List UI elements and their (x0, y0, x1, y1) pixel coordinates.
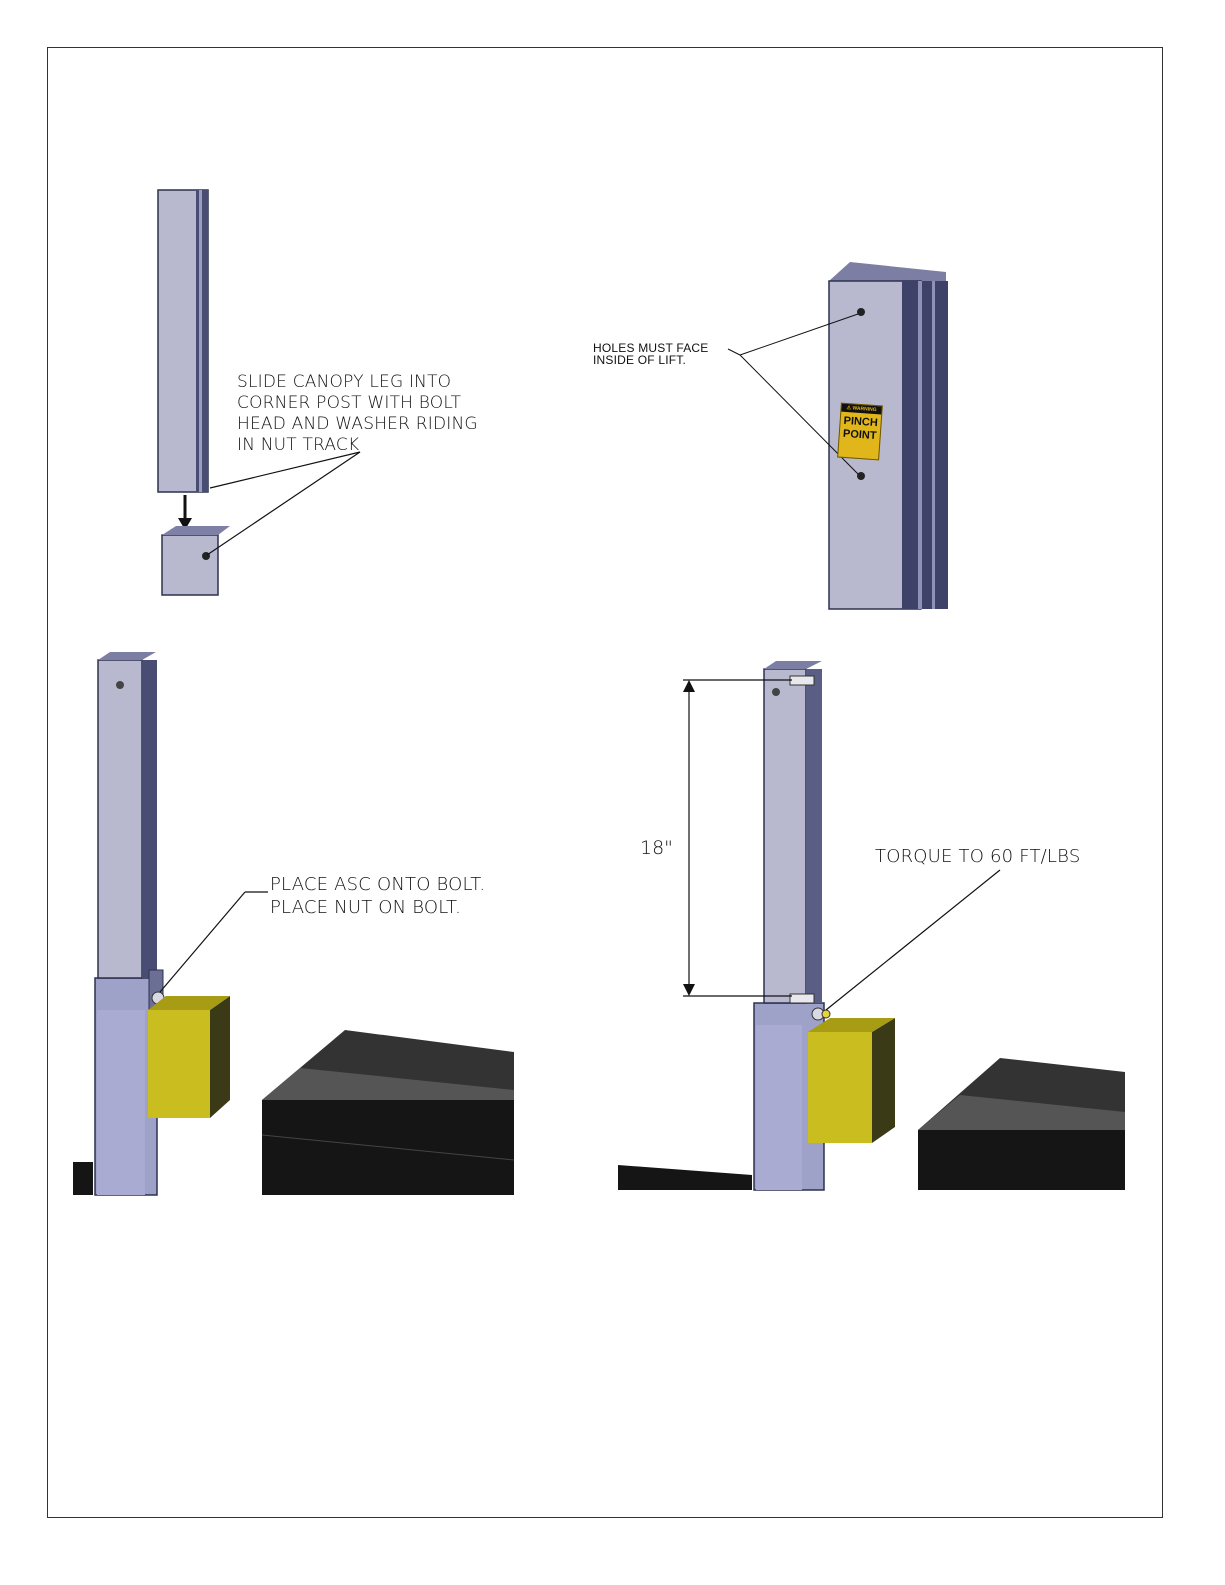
warning-label-body: PINCH POINT (839, 415, 881, 444)
asc-block-side (210, 996, 230, 1118)
callout-torque: TORQUE TO 60 FT/LBS (875, 846, 1080, 868)
dimension-label: 18" (640, 837, 673, 859)
asc-block-side (872, 1018, 895, 1143)
callout-line: HEAD AND WASHER RIDING (237, 414, 478, 435)
callout-line: INSIDE OF LIFT. (593, 354, 708, 366)
pinch-point-warning-label: ⚠ WARNING PINCH POINT (837, 403, 883, 461)
callout-line: CORNER POST WITH BOLT (237, 393, 478, 414)
asc-block (148, 1010, 210, 1118)
callout-line: PLACE ASC ONTO BOLT. (270, 873, 485, 896)
canopy-leg (98, 660, 142, 978)
hole-lower (857, 472, 865, 480)
callout-holes: HOLES MUST FACE INSIDE OF LIFT. (593, 342, 708, 366)
callout-canopy-leg: SLIDE CANOPY LEG INTO CORNER POST WITH B… (237, 372, 478, 456)
callout-line: PLACE NUT ON BOLT. (270, 896, 485, 919)
callout-line: IN NUT TRACK (237, 435, 478, 456)
platform-body (918, 1130, 1125, 1190)
callout-line: TORQUE TO 60 FT/LBS (875, 846, 1080, 868)
callout-line: SLIDE CANOPY LEG INTO (237, 372, 478, 393)
figure-torque-setting (615, 655, 1130, 1195)
warning-label-header: ⚠ WARNING (841, 404, 881, 415)
canopy-leg (764, 669, 806, 1003)
figure-asc-placement (70, 648, 520, 1200)
corner-post-stub (162, 535, 218, 595)
hole-upper (857, 308, 865, 316)
callout-asc: PLACE ASC ONTO BOLT. PLACE NUT ON BOLT. (270, 873, 485, 919)
asc-block (808, 1032, 872, 1143)
